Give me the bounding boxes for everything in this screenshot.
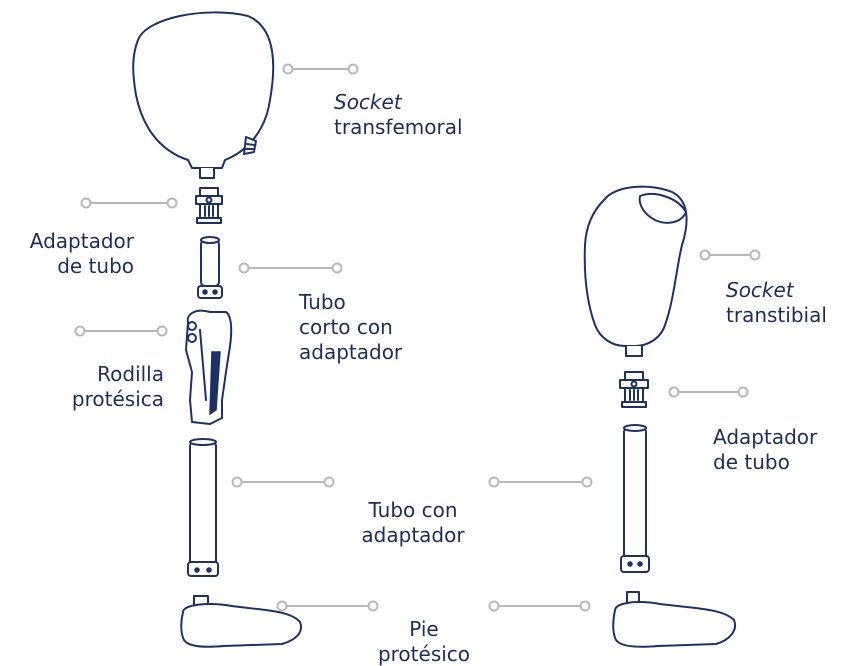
short-tube-part [198, 237, 222, 298]
label-adaptador-right-line2: de tubo [713, 450, 817, 475]
tube-adapter-right-part [620, 372, 648, 407]
label-adaptador-right: Adaptador de tubo [713, 425, 817, 475]
knee-part [186, 311, 231, 424]
socket-transtibial-part [585, 187, 687, 356]
label-rodilla-line2: protésica [44, 387, 164, 412]
label-tubo-corto-line2: corto con [299, 315, 402, 340]
label-socket-transfemoral-line1: Socket [334, 90, 463, 115]
label-socket-transfemoral: Socket transfemoral [334, 90, 463, 140]
label-socket-transtibial-line2: transtibial [726, 303, 827, 328]
label-rodilla-line1: Rodilla [44, 362, 164, 387]
socket-transfemoral-part [133, 12, 273, 178]
label-socket-transtibial: Socket transtibial [726, 278, 827, 328]
label-tubo-con: Tubo con adaptador [348, 498, 478, 548]
label-pie: Pie protésico [369, 617, 479, 666]
label-adaptador-left-line2: de tubo [8, 254, 134, 279]
leader-tubo-corto [240, 264, 342, 273]
label-socket-transtibial-line1: Socket [726, 278, 827, 303]
leader-adaptador-right [670, 388, 748, 397]
leader-socket-transtibial [701, 251, 760, 260]
tube-with-adapter-left-part [188, 439, 218, 576]
label-tubo-corto-line3: adaptador [299, 340, 402, 365]
foot-right-part [613, 592, 735, 647]
leader-adaptador-left [82, 199, 177, 208]
label-socket-transfemoral-line2: transfemoral [334, 115, 463, 140]
label-tubo-corto-line1: Tubo [299, 290, 402, 315]
tube-adapter-left-part [196, 188, 222, 223]
label-adaptador-right-line1: Adaptador [713, 425, 817, 450]
label-adaptador-left-line1: Adaptador [8, 229, 134, 254]
label-rodilla: Rodilla protésica [44, 362, 164, 412]
label-adaptador-left: Adaptador de tubo [8, 229, 134, 279]
leader-pie-right [490, 602, 590, 611]
leader-rodilla [76, 327, 167, 336]
label-pie-line1: Pie [369, 617, 479, 642]
leader-tubo-con-left [233, 478, 334, 487]
tube-with-adapter-right-part [621, 425, 649, 572]
label-tubo-corto: Tubo corto con adaptador [299, 290, 402, 365]
label-pie-line2: protésico [369, 642, 479, 666]
label-tubo-con-line1: Tubo con [348, 498, 478, 523]
leader-pie-left [278, 602, 378, 611]
leader-socket-transfemoral [284, 65, 358, 74]
label-tubo-con-line2: adaptador [348, 523, 478, 548]
leader-tubo-con-right [490, 478, 592, 487]
